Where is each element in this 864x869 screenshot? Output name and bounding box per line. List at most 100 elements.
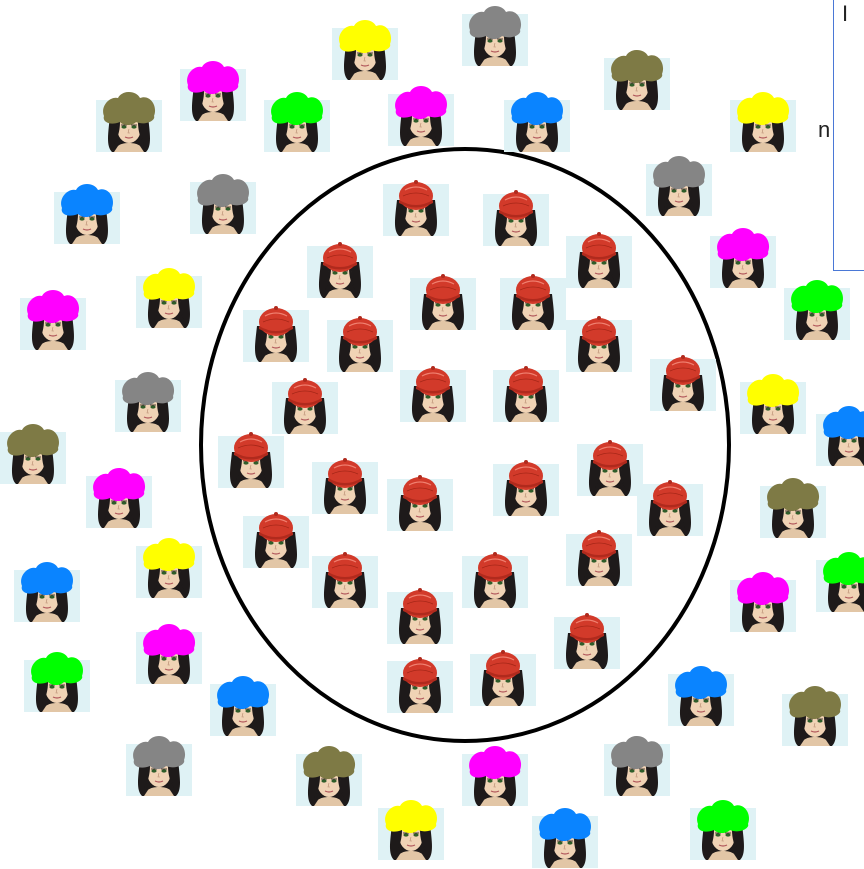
- magenta-hat-figure: [462, 746, 528, 806]
- fluffy-hat-icon: [469, 746, 521, 779]
- fluffy-hat-icon: [122, 372, 174, 405]
- red-beret-figure: [387, 657, 453, 713]
- fluffy-hat-icon: [611, 736, 663, 769]
- red-beret-figure: [400, 366, 466, 422]
- fluffy-hat-icon: [737, 92, 789, 125]
- fluffy-hat-icon: [21, 562, 73, 595]
- gray-hat-figure: [462, 6, 528, 66]
- red-beret-figure: [577, 440, 643, 496]
- yellow-hat-figure: [378, 800, 444, 860]
- red-beret-figure: [387, 588, 453, 644]
- green-hat-figure: [816, 552, 864, 612]
- fluffy-hat-icon: [697, 800, 749, 833]
- fluffy-hat-icon: [823, 552, 864, 585]
- red-beret-figure: [462, 552, 528, 608]
- fluffy-hat-icon: [717, 228, 769, 261]
- yellow-hat-figure: [730, 92, 796, 152]
- red-beret-figure: [566, 232, 632, 288]
- red-beret-figure: [312, 552, 378, 608]
- fluffy-hat-icon: [747, 374, 799, 407]
- yellow-hat-figure: [332, 20, 398, 80]
- fluffy-hat-icon: [7, 424, 59, 457]
- fluffy-hat-icon: [27, 290, 79, 323]
- fluffy-hat-icon: [789, 686, 841, 719]
- fluffy-hat-icon: [385, 800, 437, 833]
- red-beret-figure: [470, 650, 536, 706]
- red-beret-figure: [493, 366, 559, 422]
- green-hat-figure: [264, 92, 330, 152]
- fluffy-hat-icon: [469, 6, 521, 39]
- fluffy-hat-icon: [61, 184, 113, 217]
- gray-hat-figure: [115, 372, 181, 432]
- magenta-hat-figure: [730, 572, 796, 632]
- red-beret-figure: [483, 190, 549, 246]
- fluffy-hat-icon: [675, 666, 727, 699]
- fluffy-hat-icon: [31, 652, 83, 685]
- olive-hat-figure: [0, 424, 66, 484]
- magenta-hat-figure: [136, 624, 202, 684]
- note-text-line-2: n: [818, 117, 830, 143]
- fluffy-hat-icon: [143, 624, 195, 657]
- red-beret-figure: [500, 274, 566, 330]
- magenta-hat-figure: [86, 468, 152, 528]
- gray-hat-figure: [190, 174, 256, 234]
- fluffy-hat-icon: [143, 538, 195, 571]
- fluffy-hat-icon: [133, 736, 185, 769]
- yellow-hat-figure: [136, 268, 202, 328]
- blue-hat-figure: [54, 184, 120, 244]
- fluffy-hat-icon: [217, 676, 269, 709]
- yellow-hat-figure: [740, 374, 806, 434]
- blue-hat-figure: [668, 666, 734, 726]
- green-hat-figure: [690, 800, 756, 860]
- fluffy-hat-icon: [791, 280, 843, 313]
- gray-hat-figure: [646, 156, 712, 216]
- fluffy-hat-icon: [197, 174, 249, 207]
- red-beret-figure: [383, 180, 449, 236]
- red-beret-figure: [566, 530, 632, 586]
- olive-hat-figure: [604, 50, 670, 110]
- fluffy-hat-icon: [187, 61, 239, 94]
- magenta-hat-figure: [180, 61, 246, 121]
- red-beret-figure: [312, 458, 378, 514]
- blue-hat-figure: [816, 406, 864, 466]
- blue-hat-figure: [14, 562, 80, 622]
- fluffy-hat-icon: [653, 156, 705, 189]
- fluffy-hat-icon: [271, 92, 323, 125]
- gray-hat-figure: [604, 736, 670, 796]
- olive-hat-figure: [296, 746, 362, 806]
- fluffy-hat-icon: [143, 268, 195, 301]
- red-beret-figure: [243, 306, 309, 362]
- blue-hat-figure: [504, 92, 570, 152]
- red-beret-figure: [387, 475, 453, 531]
- blue-hat-figure: [532, 808, 598, 868]
- olive-hat-figure: [760, 478, 826, 538]
- fluffy-hat-icon: [539, 808, 591, 841]
- magenta-hat-figure: [388, 86, 454, 146]
- blue-hat-figure: [210, 676, 276, 736]
- fluffy-hat-icon: [737, 572, 789, 605]
- red-beret-figure: [272, 378, 338, 434]
- red-beret-figure: [493, 460, 559, 516]
- note-box: I n: [833, 0, 864, 271]
- red-beret-figure: [650, 355, 716, 411]
- olive-hat-figure: [96, 92, 162, 152]
- note-text-line-1: I: [842, 1, 848, 27]
- red-beret-figure: [307, 242, 373, 298]
- gray-hat-figure: [126, 736, 192, 796]
- olive-hat-figure: [782, 686, 848, 746]
- red-beret-figure: [637, 480, 703, 536]
- fluffy-hat-icon: [511, 92, 563, 125]
- fluffy-hat-icon: [303, 746, 355, 779]
- fluffy-hat-icon: [395, 86, 447, 119]
- yellow-hat-figure: [136, 538, 202, 598]
- red-beret-figure: [327, 316, 393, 372]
- red-beret-figure: [554, 613, 620, 669]
- green-hat-figure: [784, 280, 850, 340]
- red-beret-figure: [410, 274, 476, 330]
- magenta-hat-figure: [20, 290, 86, 350]
- magenta-hat-figure: [710, 228, 776, 288]
- red-beret-figure: [566, 316, 632, 372]
- fluffy-hat-icon: [611, 50, 663, 83]
- green-hat-figure: [24, 652, 90, 712]
